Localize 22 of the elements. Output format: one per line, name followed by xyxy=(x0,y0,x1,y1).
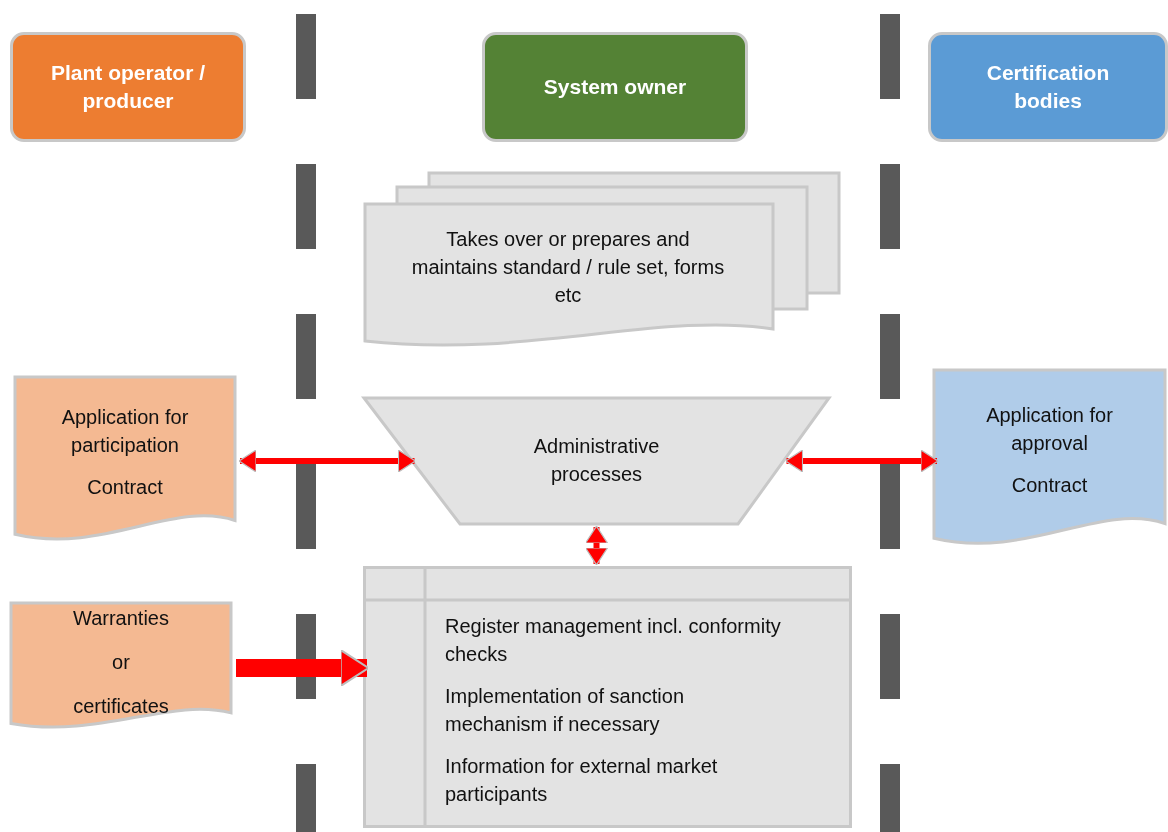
node-text: Register management incl. conformity checks xyxy=(445,614,782,667)
header-box xyxy=(10,32,246,142)
header-box xyxy=(482,32,748,142)
header-box xyxy=(928,32,1168,142)
node-text: Information for external market participants xyxy=(445,754,719,807)
header-label: System owner xyxy=(543,74,687,100)
double-arrow xyxy=(584,525,609,566)
node-text: Implementation of sanction mechanism if necessary xyxy=(445,684,686,737)
trapezoid-shape xyxy=(363,397,830,525)
header-label: Certification bodies xyxy=(985,60,1111,114)
double-arrow xyxy=(785,449,939,473)
node-text: Warranties or certificates xyxy=(72,605,170,719)
double-arrow xyxy=(238,449,416,473)
storage-box xyxy=(363,566,852,828)
node-text: Application for approval xyxy=(985,402,1114,456)
header-label: Plant operator / producer xyxy=(50,60,206,114)
node-text: Administrative processes xyxy=(532,434,661,487)
arrow xyxy=(236,648,370,688)
node-text: Takes over or prepares and maintains standard / rule set, forms etc xyxy=(410,227,726,308)
node-text: Contract xyxy=(87,474,163,500)
node-text: Application for participation xyxy=(60,404,190,458)
node-text: Contract xyxy=(1011,472,1088,498)
